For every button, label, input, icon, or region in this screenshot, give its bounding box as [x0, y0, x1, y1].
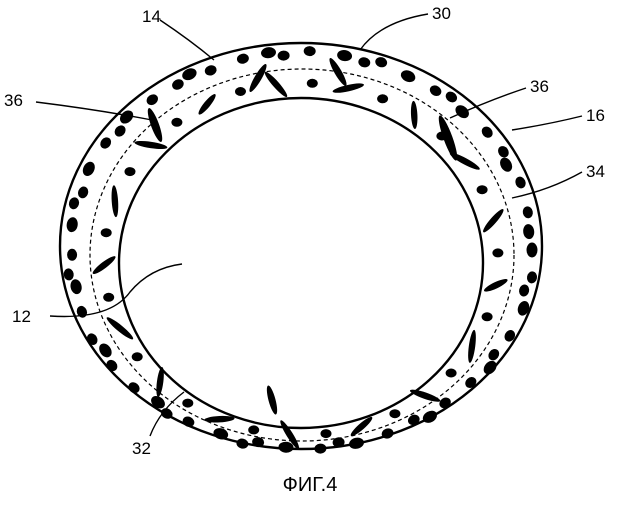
- outer-particle: [481, 358, 499, 377]
- outer-particle: [437, 395, 453, 410]
- outer-particle: [63, 268, 75, 281]
- figure-caption: ФИГ.4: [283, 474, 338, 496]
- inner-particle: [125, 167, 136, 176]
- label-12: 12: [12, 307, 31, 326]
- outer-particle: [203, 64, 218, 78]
- outer-particle: [399, 68, 417, 84]
- leader-lines: [36, 14, 582, 436]
- outer-particle: [69, 278, 83, 295]
- leader-36-left: [36, 102, 152, 120]
- inner-particle: [248, 425, 259, 434]
- fiber-leaf: [483, 277, 509, 294]
- inner-particle: [101, 228, 112, 237]
- fiber-leaf: [410, 101, 418, 129]
- fiber-leaf: [204, 415, 235, 423]
- outer-particle: [170, 77, 185, 92]
- label-34: 34: [586, 162, 605, 181]
- outer-particle: [526, 271, 538, 284]
- outer-particle: [518, 283, 531, 297]
- fiber-leaf: [481, 207, 506, 234]
- outer-particle: [67, 249, 77, 261]
- outer-particle: [522, 205, 534, 219]
- outer-particle: [75, 304, 89, 319]
- leader-14: [160, 20, 214, 60]
- outer-particle: [76, 185, 89, 200]
- leader-36-right: [450, 88, 526, 118]
- label-16: 16: [586, 106, 605, 125]
- outer-particle: [479, 124, 494, 140]
- inner-particle: [446, 369, 457, 378]
- outer-particle: [66, 216, 79, 232]
- inner-ring-edge: [119, 98, 483, 428]
- inner-particle: [235, 87, 246, 96]
- outer-particle: [357, 56, 371, 69]
- outer-particle: [348, 436, 365, 450]
- outer-particle: [514, 175, 528, 190]
- outer-particle: [277, 50, 290, 61]
- outer-particle: [236, 53, 250, 65]
- inner-particle: [321, 429, 332, 438]
- outer-particle: [498, 155, 515, 173]
- outer-particle: [235, 437, 249, 449]
- label-14: 14: [142, 7, 161, 26]
- outer-particle: [421, 408, 439, 425]
- outer-particle: [260, 46, 276, 59]
- inner-particle: [103, 293, 114, 302]
- fiber-leaf: [196, 92, 217, 116]
- outer-particle: [304, 46, 316, 56]
- outer-particle: [145, 92, 161, 107]
- label-30: 30: [432, 4, 451, 23]
- label-36-left: 36: [4, 91, 23, 110]
- leader-16: [512, 116, 582, 130]
- outer-particle: [522, 224, 535, 240]
- outer-particle: [374, 56, 388, 69]
- fiber-leaf: [332, 82, 365, 95]
- outer-particle: [453, 103, 472, 121]
- outer-particle: [112, 123, 127, 139]
- fiber-leaf: [263, 70, 290, 99]
- label-36-right: 36: [530, 77, 549, 96]
- outer-particle: [278, 441, 294, 453]
- outer-particle: [80, 160, 97, 178]
- inner-particle: [171, 118, 182, 127]
- fiber-36: [145, 107, 165, 144]
- outer-particle: [496, 144, 511, 160]
- inner-particle: [492, 248, 503, 257]
- outer-particle: [336, 49, 353, 62]
- inner-particle: [477, 185, 488, 194]
- fiber-leaf: [134, 139, 168, 150]
- outer-particle: [314, 443, 327, 454]
- outer-particle: [98, 135, 113, 151]
- outer-particle: [428, 83, 443, 98]
- outer-particle: [85, 331, 100, 346]
- outer-particle: [527, 243, 538, 258]
- inner-particle: [182, 399, 193, 408]
- outer-particle: [406, 413, 421, 427]
- inner-particle: [307, 79, 318, 88]
- fiber-leaf: [91, 254, 117, 276]
- inner-particle: [482, 312, 493, 321]
- inner-particle: [377, 94, 388, 103]
- inner-particle: [132, 352, 143, 361]
- label-32: 32: [132, 439, 151, 458]
- fiber-leaf: [467, 329, 478, 363]
- fiber-36: [247, 62, 269, 93]
- fiber-leaf: [409, 387, 441, 404]
- fiber-leaf: [111, 185, 119, 217]
- outer-particle: [68, 196, 81, 210]
- outer-particle: [463, 375, 479, 391]
- fiber-36: [265, 385, 280, 416]
- leader-30: [360, 14, 428, 50]
- inner-particle: [389, 409, 400, 418]
